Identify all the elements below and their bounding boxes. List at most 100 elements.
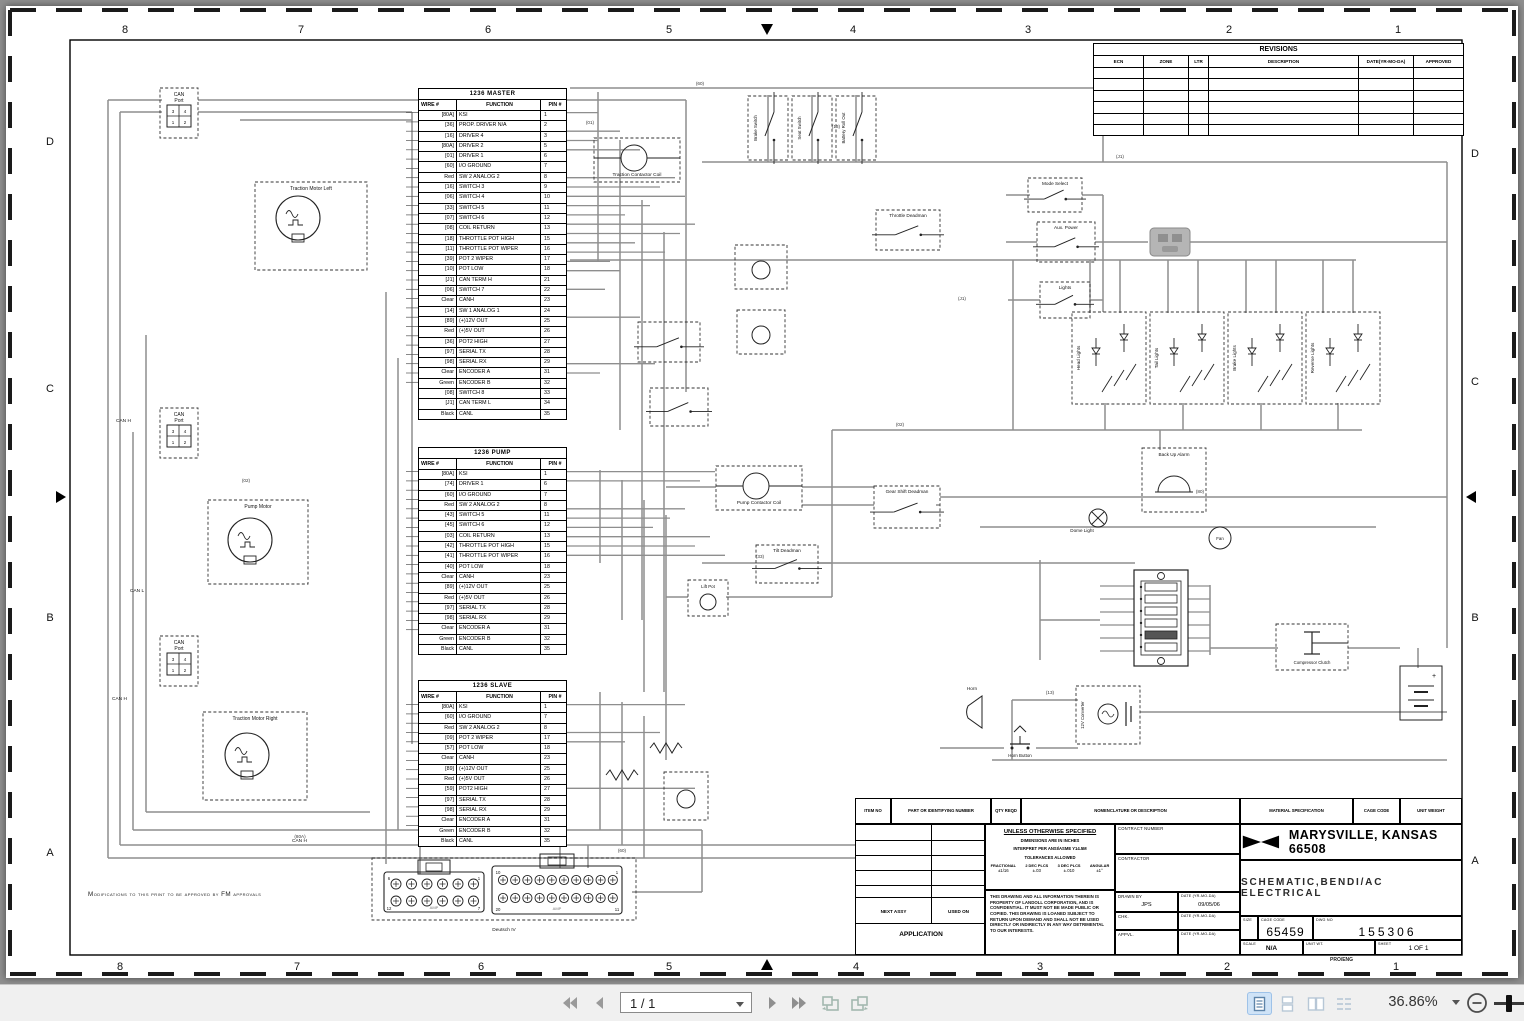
layout-two-pages-button[interactable]	[1303, 992, 1328, 1015]
zoom-dropdown-caret-icon[interactable]	[1452, 1000, 1460, 1005]
chk-cell: CHK.	[1115, 912, 1178, 930]
svg-text:(80A): (80A)	[294, 834, 306, 839]
scale-label: SCALE	[1243, 942, 1256, 946]
revisions-empty-row	[1094, 91, 1463, 102]
svg-text:(J1): (J1)	[1116, 154, 1124, 159]
drawing-title: SCHEMATIC,BENDI/AC ELECTRICAL	[1241, 877, 1461, 899]
svg-text:2: 2	[184, 120, 187, 125]
page-dropdown-caret-icon	[736, 1002, 744, 1007]
layout-single-page-button[interactable]	[1247, 992, 1272, 1015]
svg-text:4: 4	[184, 657, 187, 662]
parts-col-cage-code: CAGE CODE	[1353, 798, 1400, 824]
svg-text:2: 2	[1226, 24, 1232, 36]
pdf-toolbar: 1 / 1	[0, 984, 1524, 1021]
revisions-empty-row	[1094, 102, 1463, 113]
revisions-empty-row	[1094, 114, 1463, 125]
svg-text:1: 1	[1393, 961, 1399, 973]
revisions-empty-row	[1094, 68, 1463, 79]
svg-text:Pump Motor: Pump Motor	[244, 504, 272, 510]
prev-page-button[interactable]	[588, 992, 610, 1014]
svg-text:11: 11	[615, 907, 620, 912]
zoom-level-display[interactable]: 36.86%	[1378, 994, 1448, 1010]
rotate-right-button[interactable]	[848, 992, 870, 1014]
table-wire-stubs	[406, 113, 725, 826]
landoll-logo	[1241, 833, 1281, 851]
zoom-slider-handle[interactable]	[1506, 995, 1512, 1012]
zoom-out-button[interactable]	[1466, 992, 1488, 1014]
svg-text:1: 1	[172, 440, 175, 445]
svg-text:Tail Lights: Tail Lights	[1154, 347, 1159, 368]
brake-switch: Brake Switch	[748, 92, 788, 164]
svg-text:3: 3	[1025, 24, 1031, 36]
head-lights: Head Lights	[1072, 312, 1146, 404]
contract-number-cell: CONTRACT NUMBER	[1115, 824, 1240, 854]
revisions-title: REVISIONS	[1094, 44, 1463, 56]
svg-text:Brake Lights: Brake Lights	[1232, 345, 1237, 371]
layout-two-pages-continuous-button[interactable]	[1331, 992, 1356, 1015]
trim-mark-top	[10, 8, 1514, 12]
dwg-no-cell: DWG NO 155306	[1313, 916, 1462, 940]
parts-col-unit-weight: UNIT WEIGHT	[1400, 798, 1462, 824]
svg-text:(80A): (80A)	[428, 93, 440, 98]
tol-h-fractional: FRACTIONAL	[991, 863, 1016, 868]
sheet-number-value: 1 OF 1	[1376, 945, 1461, 952]
svg-text:D: D	[1471, 148, 1479, 160]
svg-text:Horn Button: Horn Button	[1008, 753, 1032, 758]
svg-text:Battery Roll Out: Battery Roll Out	[841, 112, 846, 144]
svg-text:CAN: CAN	[174, 412, 185, 418]
svg-text:3: 3	[1037, 961, 1043, 973]
tol-v-fractional: ±1/16	[991, 868, 1016, 873]
rotate-left-icon	[821, 995, 841, 1012]
pump-contactor-coil: Pump Contactor Coil	[716, 466, 802, 510]
rotate-right-icon	[849, 995, 869, 1012]
svg-text:(13): (13)	[1046, 690, 1055, 695]
appvl-date-cell: DATE (YR-MO-DA)	[1178, 930, 1240, 955]
svg-text:Dome Light: Dome Light	[1070, 528, 1094, 533]
svg-text:Reverse Lights: Reverse Lights	[1310, 342, 1315, 373]
lights-switch: Lights	[1036, 282, 1094, 318]
svg-text:1: 1	[1395, 24, 1401, 36]
two-pages-continuous-icon	[1335, 996, 1353, 1012]
mode-select-switch: Mode Select	[1024, 178, 1086, 212]
drawn-by-label: DRAWN BY	[1118, 894, 1142, 899]
company-city: MARYSVILLE, KANSAS 66508	[1289, 828, 1461, 856]
scale-cell: SCALE N/A	[1240, 940, 1303, 955]
contract-number-label: CONTRACT NUMBER	[1118, 826, 1164, 831]
svg-text:5: 5	[666, 961, 672, 973]
next-page-button[interactable]	[762, 992, 784, 1014]
svg-text:C: C	[1471, 376, 1479, 388]
layout-continuous-button[interactable]	[1275, 992, 1300, 1015]
svg-text:1: 1	[172, 668, 175, 673]
rotate-left-button[interactable]	[820, 992, 842, 1014]
svg-text:Pump Contactor Coil: Pump Contactor Coil	[737, 500, 781, 506]
continuous-pages-icon	[1280, 996, 1295, 1012]
tolerance-notes: UNLESS OTHERWISE SPECIFIED DIMENSIONS AR…	[985, 824, 1115, 890]
page-number-input[interactable]: 1 / 1	[620, 992, 752, 1013]
revisions-empty-row	[1094, 79, 1463, 90]
next-page-icon	[766, 995, 780, 1011]
parts-col-material: MATERIAL SPECIFICATION	[1240, 798, 1353, 824]
instrument-box	[664, 772, 708, 820]
two-pages-icon	[1307, 996, 1325, 1012]
svg-text:7: 7	[298, 24, 304, 36]
proeng-label: PRO/ENG	[1330, 957, 1353, 963]
last-page-button[interactable]	[788, 992, 810, 1014]
12v-converter: 12V Converter	[1076, 686, 1140, 744]
first-page-button[interactable]	[558, 992, 580, 1014]
svg-text:A: A	[1471, 855, 1479, 867]
